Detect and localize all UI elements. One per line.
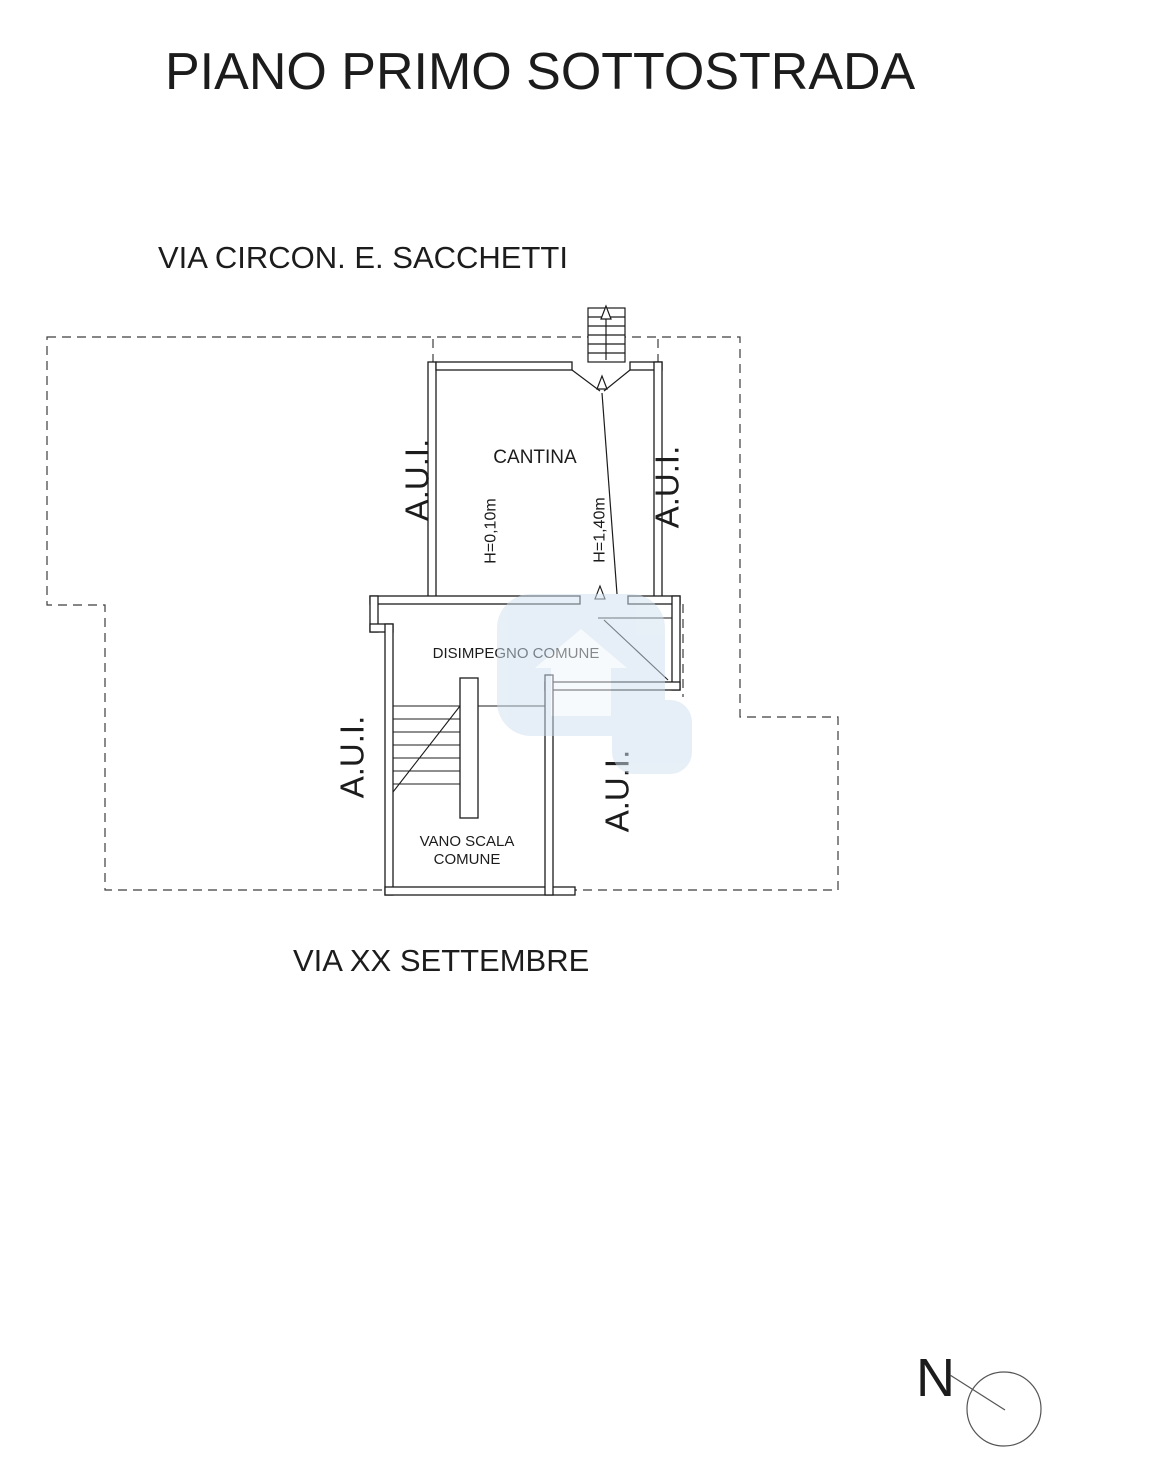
cantina-door-leaves bbox=[571, 369, 631, 392]
cantina-north-wall-left bbox=[435, 361, 573, 371]
boundary-connector-dashes bbox=[432, 339, 684, 697]
street-label-top: VIA CIRCON. E. SACCHETTI bbox=[158, 240, 568, 275]
ceiling-height-divider-line bbox=[601, 392, 618, 595]
compass-needle-line bbox=[949, 1374, 1006, 1411]
height-annotation-low: H=0,10m bbox=[483, 498, 500, 563]
area-label-aui-lower-left: A.U.I. bbox=[334, 716, 371, 799]
cantina-door-arrow-icon bbox=[596, 374, 608, 390]
area-label-aui-upper-left: A.U.I. bbox=[399, 439, 436, 522]
page-title: PIANO PRIMO SOTTOSTRADA bbox=[165, 43, 916, 101]
height-annotation-high: H=1,40m bbox=[592, 497, 609, 562]
exterior-stair bbox=[587, 304, 626, 363]
watermark-house-body-icon bbox=[551, 668, 611, 716]
north-letter: N bbox=[916, 1348, 955, 1408]
labels: PIANO PRIMO SOTTOSTRADA VIA CIRCON. E. S… bbox=[158, 43, 955, 1408]
watermark-blob-tail bbox=[612, 700, 692, 774]
property-boundary-outline bbox=[46, 336, 839, 891]
stairwell-west-wall bbox=[384, 623, 394, 896]
street-label-bottom: VIA XX SETTEMBRE bbox=[293, 943, 589, 978]
room-label-cantina: CANTINA bbox=[493, 447, 577, 468]
stairwell-south-wall bbox=[384, 886, 576, 896]
stair-core-wall bbox=[459, 677, 479, 819]
interior-stair-cut-line bbox=[392, 705, 461, 793]
watermark-blob-main bbox=[497, 594, 665, 736]
compass-circle bbox=[966, 1371, 1042, 1447]
north-compass bbox=[949, 1371, 1042, 1447]
interior-stair-treads bbox=[393, 705, 460, 785]
watermark-logo bbox=[497, 594, 692, 774]
room-label-vano-scala-line2: COMUNE bbox=[434, 851, 501, 868]
area-label-aui-upper-right: A.U.I. bbox=[649, 446, 686, 529]
corridor-east-wall bbox=[671, 595, 681, 691]
cantina-door bbox=[571, 369, 631, 392]
room-label-vano-scala-line1: VANO SCALA bbox=[420, 833, 515, 850]
exterior-stair-arrow-icon bbox=[600, 304, 612, 320]
watermark-house-roof-icon bbox=[535, 629, 627, 668]
